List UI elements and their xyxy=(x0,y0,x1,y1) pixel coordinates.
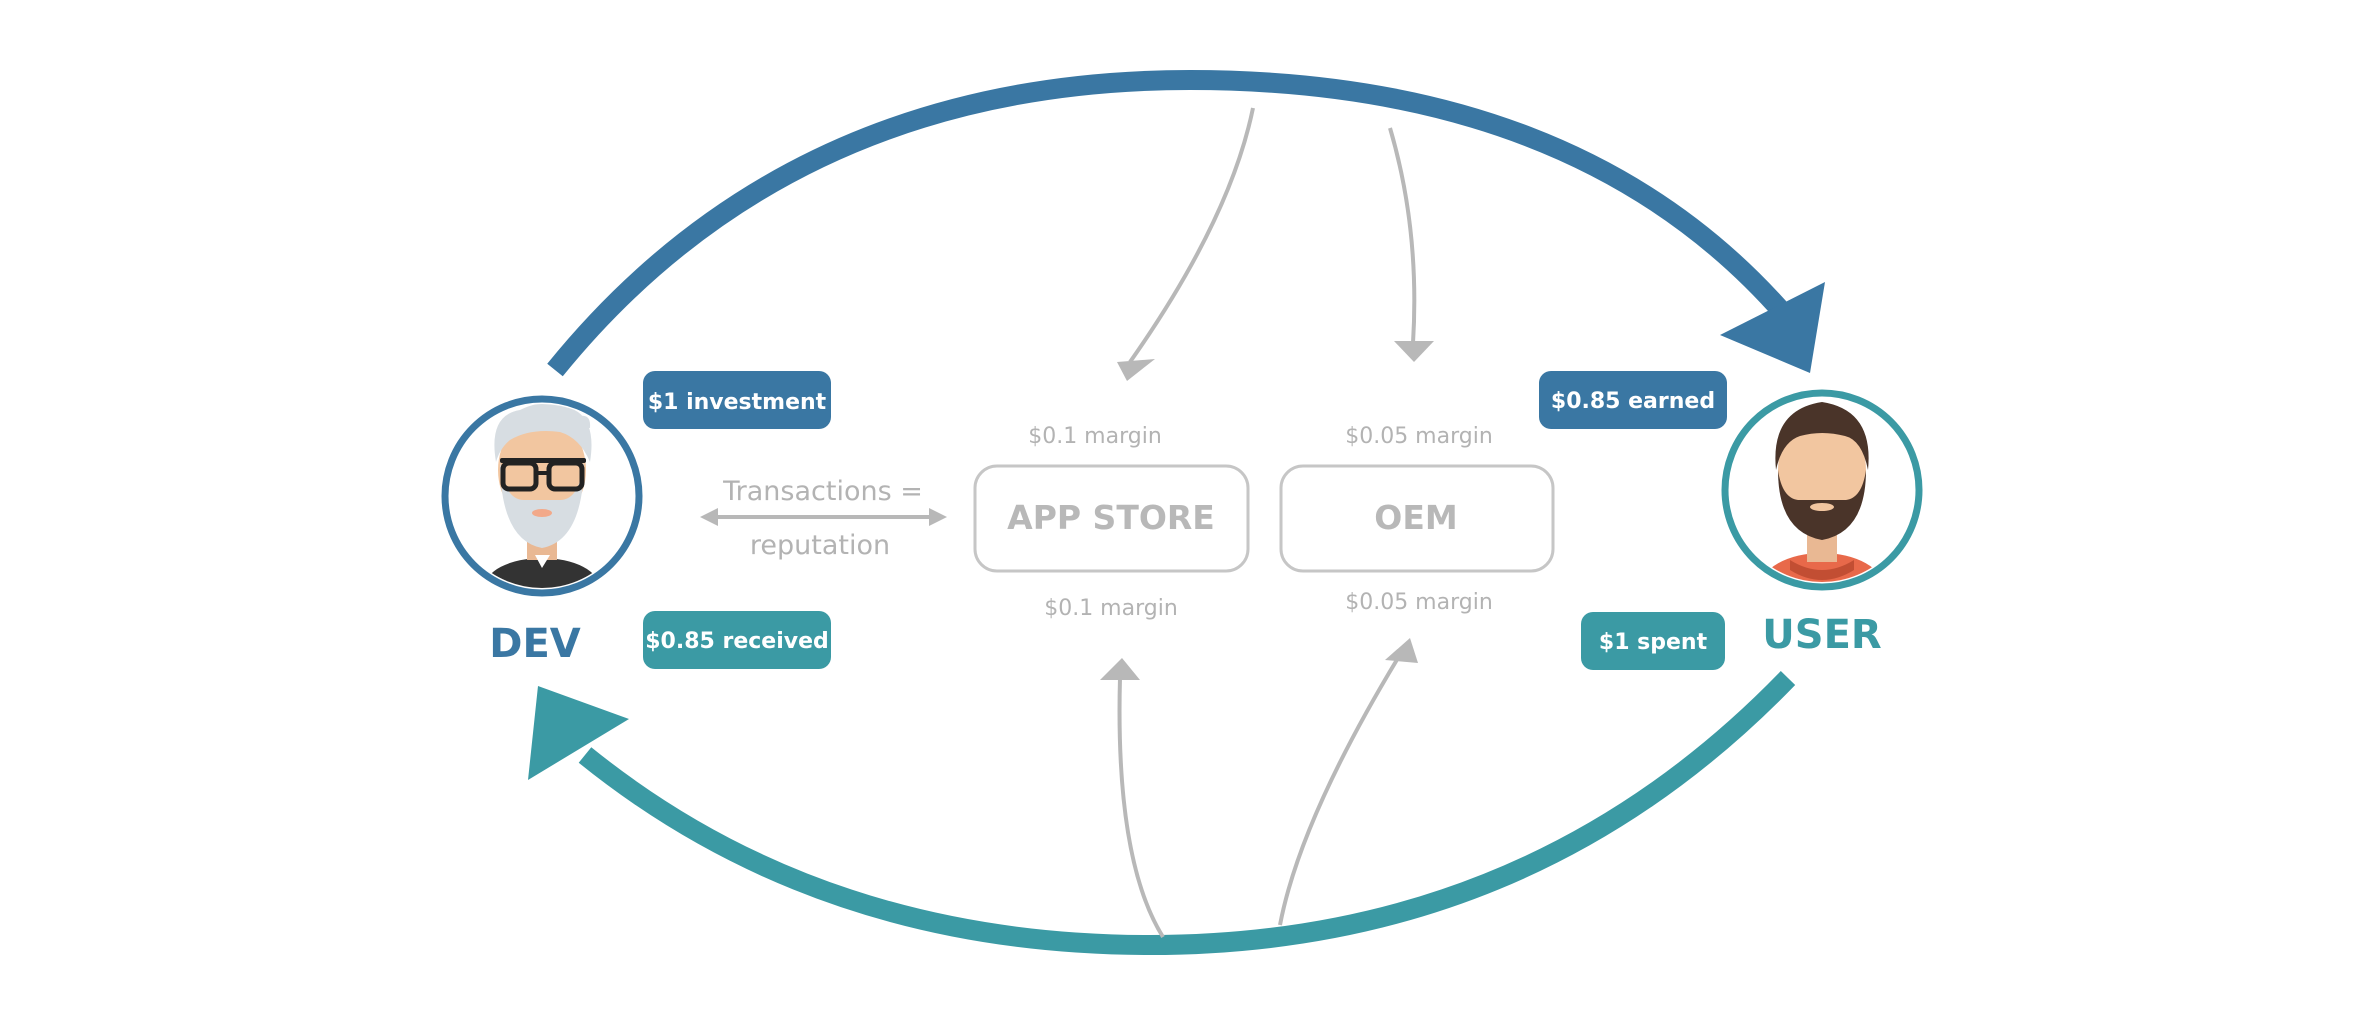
old-man-glasses-avatar-icon xyxy=(484,404,600,588)
oem-inflow-arrow xyxy=(1388,127,1417,344)
spent-badge: $1 spent xyxy=(1581,612,1725,670)
transactions-label: Transactions = xyxy=(722,476,923,507)
oem-outflow-arrowhead xyxy=(1385,638,1418,663)
app-store-inflow-arrowhead xyxy=(1117,359,1155,381)
app-store-outflow-arrowhead xyxy=(1100,658,1140,680)
app-store-margin-bottom: $0.1 margin xyxy=(1044,596,1178,621)
oem-margin-top: $0.05 margin xyxy=(1345,424,1493,449)
received-badge-label: $0.85 received xyxy=(645,629,829,654)
earned-badge: $0.85 earned xyxy=(1539,371,1727,429)
app-store-box: APP STORE xyxy=(973,464,1250,573)
oem-outflow-arrow xyxy=(1278,656,1400,926)
investment-badge: $1 investment xyxy=(643,371,831,429)
payment-flow-arc xyxy=(578,671,1796,956)
reputation-label: reputation xyxy=(750,530,890,561)
oem-label: OEM xyxy=(1374,498,1457,537)
user-avatar xyxy=(1721,389,1923,591)
spent-badge-label: $1 spent xyxy=(1599,630,1708,655)
bearded-man-avatar-icon xyxy=(1760,402,1884,582)
oem-box: OEM xyxy=(1279,464,1555,573)
oem-margin-bottom: $0.05 margin xyxy=(1345,590,1493,615)
oem-inflow-arrowhead xyxy=(1394,341,1434,362)
dev-avatar xyxy=(441,395,643,597)
investment-flow-arc xyxy=(547,69,1793,377)
received-badge: $0.85 received xyxy=(643,611,831,669)
app-store-outflow-arrow xyxy=(1117,677,1165,939)
app-store-label: APP STORE xyxy=(1007,498,1215,537)
reputation-double-arrow xyxy=(700,508,947,526)
investment-flow-arrowhead xyxy=(1720,282,1825,373)
investment-badge-label: $1 investment xyxy=(648,390,827,415)
user-label: USER xyxy=(1762,612,1881,658)
app-store-inflow-arrow xyxy=(1128,107,1255,364)
earned-badge-label: $0.85 earned xyxy=(1551,389,1715,414)
dev-label: DEV xyxy=(489,621,581,667)
payment-flow-arrowhead xyxy=(528,686,629,780)
app-store-margin-top: $0.1 margin xyxy=(1028,424,1162,449)
